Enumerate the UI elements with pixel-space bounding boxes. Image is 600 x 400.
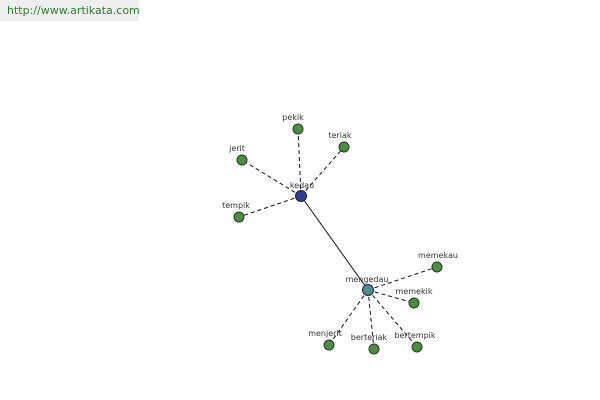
edge-mengedau-berteriak xyxy=(367,289,375,350)
edge-mengedau-memekik xyxy=(367,289,415,304)
node-label-kedau: kedau xyxy=(290,181,314,190)
node-label-jerit: jerit xyxy=(228,144,245,153)
source-url-watermark: http://www.artikata.com xyxy=(0,0,140,21)
node-label-memekik: memekik xyxy=(396,287,433,296)
edge-kedau-jerit xyxy=(241,159,302,197)
node-label-bertempik: bertempik xyxy=(394,331,435,340)
node-tempik[interactable] xyxy=(233,211,245,223)
edge-kedau-mengedau xyxy=(300,195,369,291)
edge-mengedau-memekau xyxy=(367,266,438,291)
node-menjerit[interactable] xyxy=(323,339,335,351)
node-bertempik[interactable] xyxy=(411,341,423,353)
node-jerit[interactable] xyxy=(236,154,248,166)
node-label-pekik: pekik xyxy=(282,113,304,122)
node-label-menjerit: menjerit xyxy=(308,329,342,338)
node-label-mengedau: mengedau xyxy=(346,275,389,284)
node-pekik[interactable] xyxy=(292,123,304,135)
edges-layer xyxy=(238,128,438,350)
node-mengedau[interactable] xyxy=(362,284,374,296)
node-berteriak[interactable] xyxy=(368,343,380,355)
node-label-tempik: tempik xyxy=(222,201,250,210)
node-kedau[interactable] xyxy=(295,190,307,202)
node-memekik[interactable] xyxy=(408,297,420,309)
edge-kedau-teriak xyxy=(300,146,345,197)
edge-mengedau-menjerit xyxy=(328,289,369,346)
nodes-layer xyxy=(233,123,443,355)
node-memekau[interactable] xyxy=(431,261,443,273)
labels-layer: kedau pekik teriak jerit tempik mengedau memek… xyxy=(222,113,458,342)
edge-kedau-tempik xyxy=(238,195,302,218)
node-label-teriak: teriak xyxy=(328,131,351,140)
node-label-memekau: memekau xyxy=(418,251,458,260)
edge-mengedau-bertempik xyxy=(367,289,418,348)
node-teriak[interactable] xyxy=(338,141,350,153)
node-label-berteriak: berteriak xyxy=(351,333,388,342)
